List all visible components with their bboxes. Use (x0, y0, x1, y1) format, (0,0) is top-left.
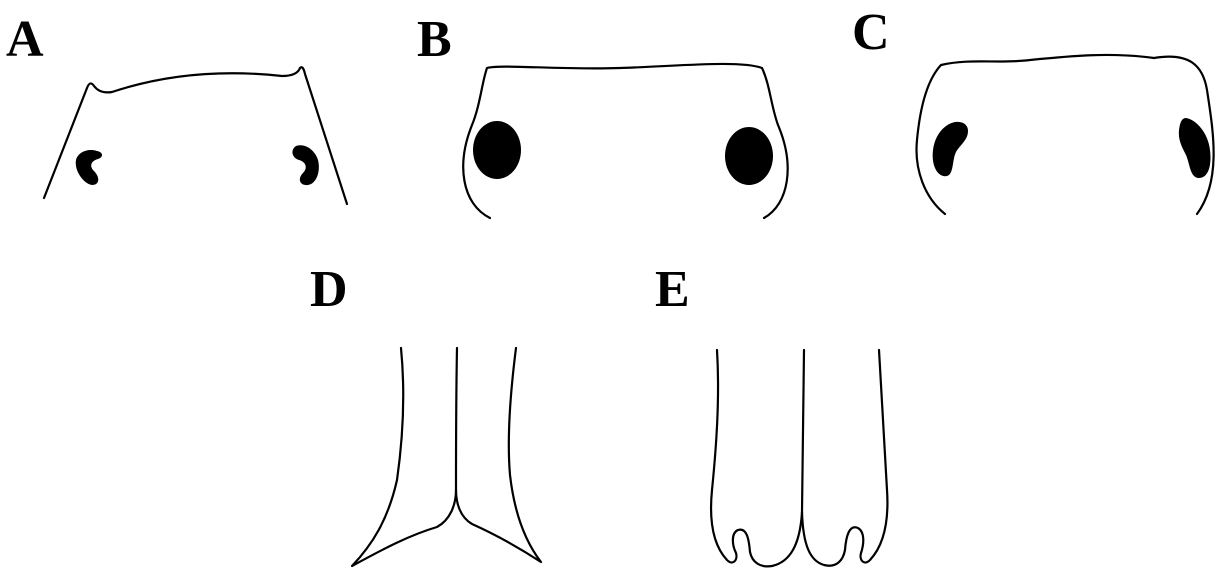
panel-e-outline (711, 350, 802, 566)
panel-d-midline (456, 348, 457, 490)
panel-b-label: B (417, 11, 452, 68)
panel-b: B (417, 11, 788, 218)
panel-d-left-margin (352, 348, 456, 566)
panel-c-label: C (852, 4, 890, 61)
panel-a: A (6, 11, 347, 204)
panel-e-outline-right (802, 350, 887, 566)
panel-d: D (310, 261, 541, 566)
panel-a-left-spot (76, 150, 102, 185)
panel-e-label: E (655, 261, 690, 318)
panel-b-right-spot (725, 127, 773, 185)
panel-c-left-spot (933, 122, 968, 176)
panel-d-label: D (310, 261, 348, 318)
panel-d-right-margin (456, 348, 541, 562)
panel-e-midline (802, 350, 804, 512)
panel-a-label: A (6, 11, 44, 68)
panel-c: C (852, 4, 1214, 214)
panel-c-right-spot (1179, 118, 1211, 178)
panel-b-left-spot (473, 121, 521, 179)
panel-e: E (655, 261, 887, 566)
panel-a-right-spot (292, 145, 318, 185)
